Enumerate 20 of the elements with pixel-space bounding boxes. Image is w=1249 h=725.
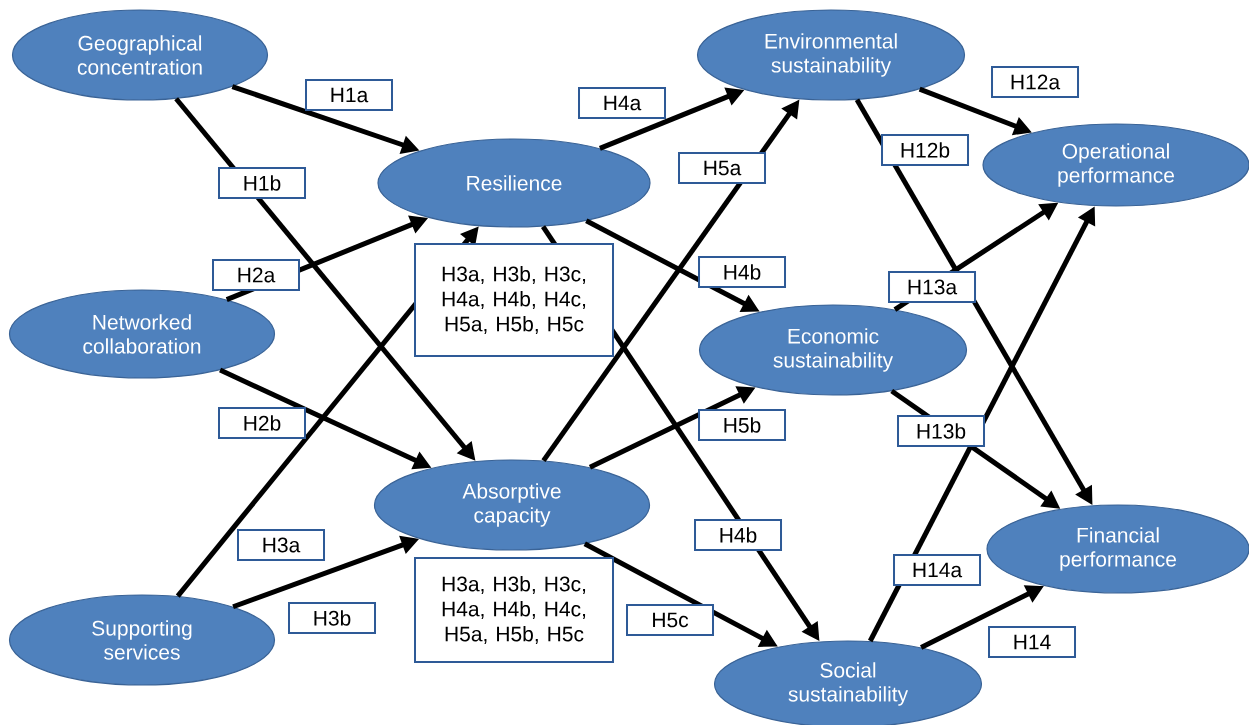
edge-label: H13a	[888, 271, 976, 303]
edge-label: H13b	[897, 415, 985, 447]
edge-label: H2b	[218, 407, 306, 439]
edge-label: H3a	[237, 529, 325, 561]
edge-label: H1a	[305, 79, 393, 111]
edge-label: H14	[988, 626, 1076, 658]
edge-label: H5c	[626, 604, 714, 636]
edge-label: H5a	[678, 152, 766, 184]
edge-label: H4b	[698, 256, 786, 288]
edge-label: H14a	[893, 554, 981, 586]
hypothesis-note: H3a, H3b, H3c, H4a, H4b, H4c, H5a, H5b, H5c	[414, 557, 614, 663]
edge-label: H4b	[694, 519, 782, 551]
hypothesis-note: H3a, H3b, H3c, H4a, H4b, H4c, H5a, H5b, H5c	[414, 243, 614, 357]
edge-label: H3b	[288, 602, 376, 634]
edge-label: H12a	[991, 66, 1079, 98]
edge-label: H5b	[698, 409, 786, 441]
edge-label: H1b	[218, 167, 306, 199]
edge-label: H2a	[212, 259, 300, 291]
edge-label: H12b	[881, 134, 969, 166]
edge-label: H4a	[578, 87, 666, 119]
